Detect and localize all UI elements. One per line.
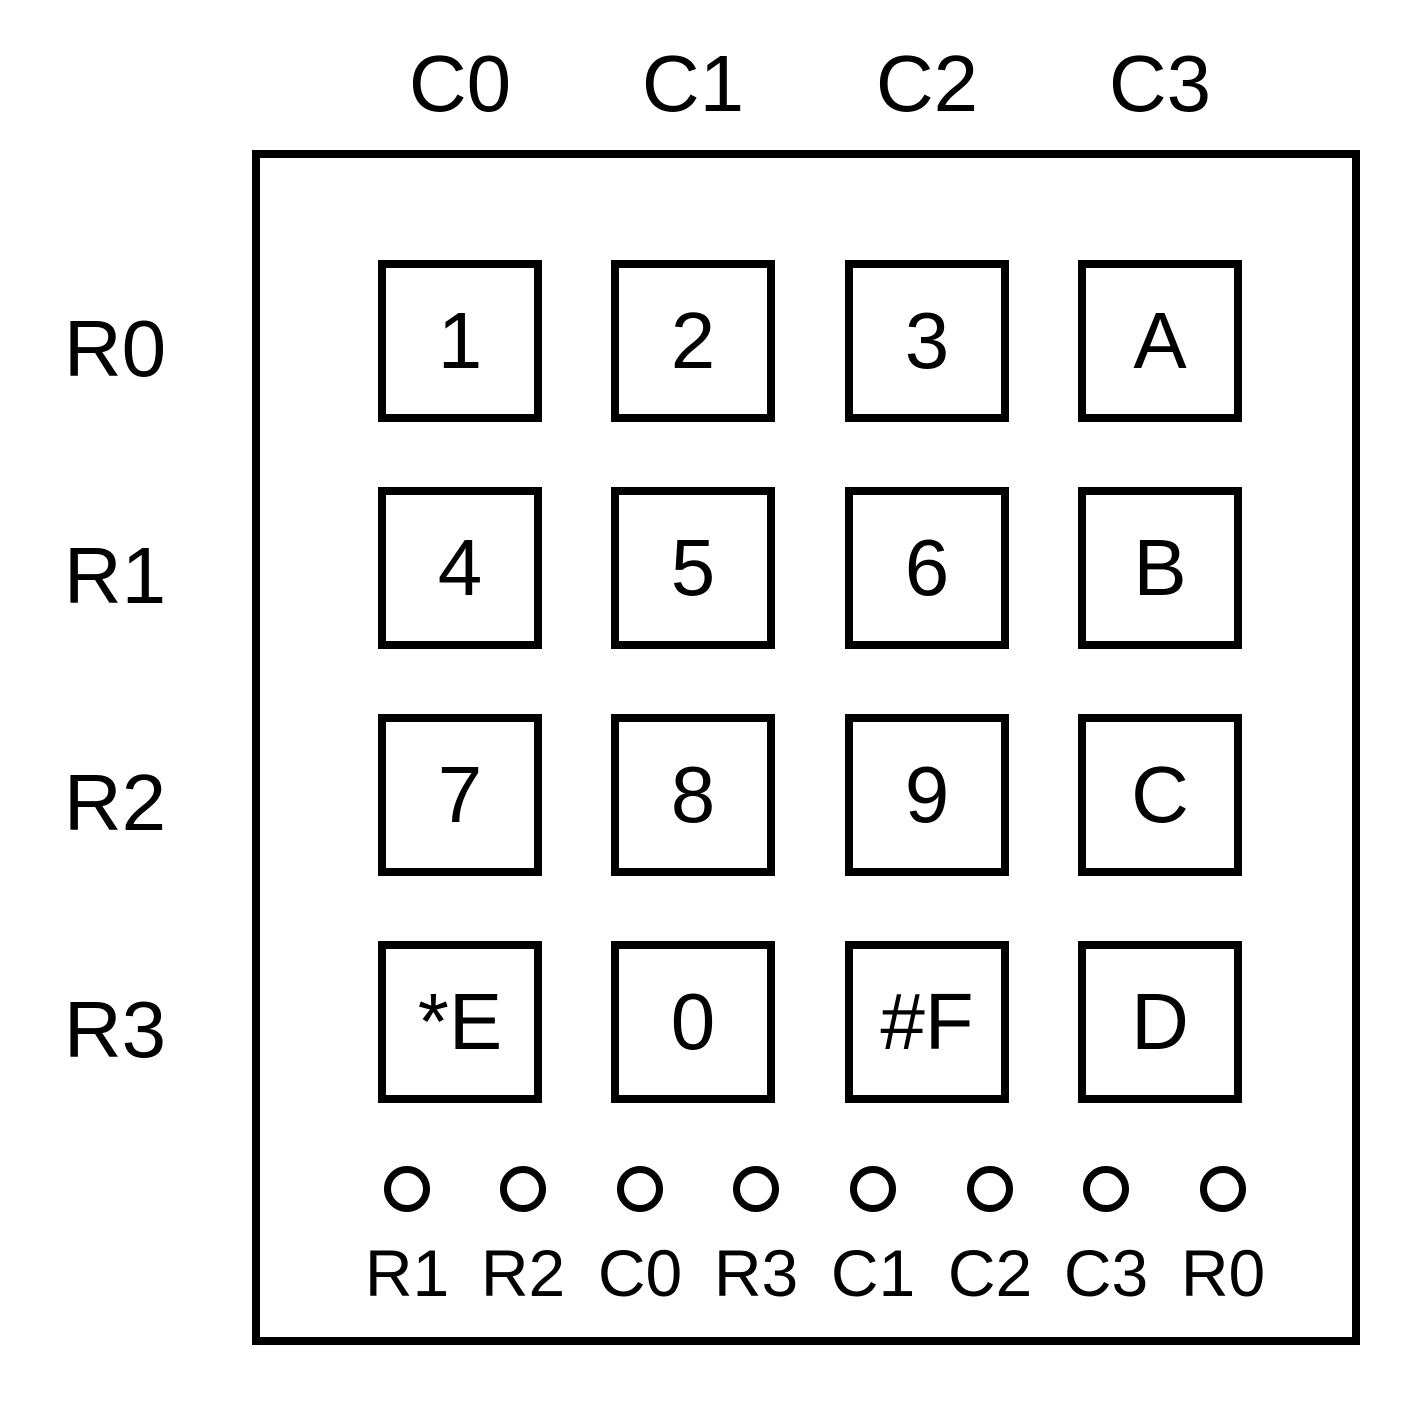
pin-circle-8 — [1200, 1166, 1246, 1212]
key-0: 0 — [611, 941, 775, 1103]
key-4: 4 — [378, 487, 542, 649]
row-label-r1: R1 — [63, 531, 167, 620]
pin-label-c0: C0 — [597, 1236, 683, 1310]
key-3: 3 — [845, 260, 1009, 422]
column-header-c2: C2 — [875, 39, 979, 128]
column-header-c3: C3 — [1108, 39, 1212, 128]
pin-circle-5 — [850, 1166, 896, 1212]
pin-circle-7 — [1083, 1166, 1129, 1212]
pin-label-r3: R3 — [713, 1236, 799, 1310]
key-b: B — [1078, 487, 1242, 649]
pin-label-r2: R2 — [480, 1236, 566, 1310]
key-5: 5 — [611, 487, 775, 649]
row-label-r3: R3 — [63, 985, 167, 1074]
pin-label-c1: C1 — [830, 1236, 916, 1310]
key-8: 8 — [611, 714, 775, 876]
pin-circle-3 — [617, 1166, 663, 1212]
key-a: A — [1078, 260, 1242, 422]
pin-label-r1: R1 — [364, 1236, 450, 1310]
key-hash-f: #F — [845, 941, 1009, 1103]
key-d: D — [1078, 941, 1242, 1103]
key-star-e: *E — [378, 941, 542, 1103]
pin-label-c2: C2 — [947, 1236, 1033, 1310]
pin-label-c3: C3 — [1063, 1236, 1149, 1310]
pin-label-r0: R0 — [1180, 1236, 1266, 1310]
key-c: C — [1078, 714, 1242, 876]
key-7: 7 — [378, 714, 542, 876]
key-6: 6 — [845, 487, 1009, 649]
pin-circle-4 — [733, 1166, 779, 1212]
column-header-c0: C0 — [408, 39, 512, 128]
row-label-r2: R2 — [63, 758, 167, 847]
key-9: 9 — [845, 714, 1009, 876]
key-1: 1 — [378, 260, 542, 422]
pin-circle-1 — [384, 1166, 430, 1212]
pin-circle-6 — [967, 1166, 1013, 1212]
row-label-r0: R0 — [63, 304, 167, 393]
column-header-c1: C1 — [641, 39, 745, 128]
pin-circle-2 — [500, 1166, 546, 1212]
key-2: 2 — [611, 260, 775, 422]
